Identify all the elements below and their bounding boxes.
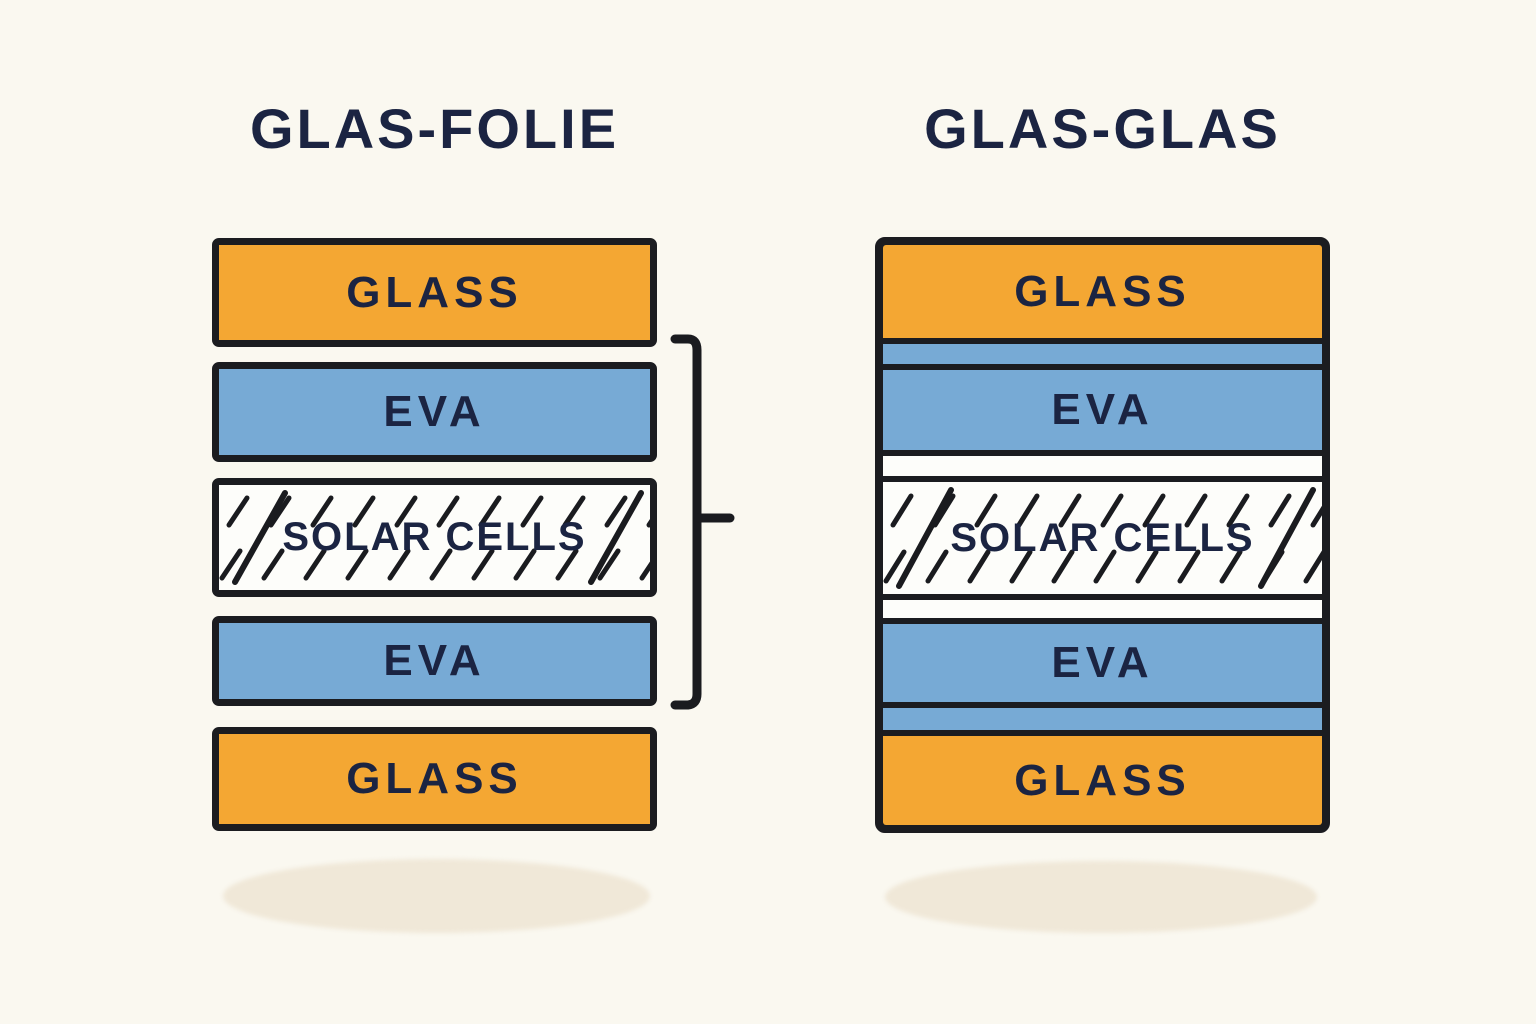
white-strip [883, 456, 1322, 476]
layer-label: GLASS [346, 754, 523, 803]
layer-eva-bottom: EVA [883, 624, 1322, 702]
layer-solar-cells: SOLAR CELLS [212, 478, 657, 597]
layer-label: GLASS [1014, 266, 1191, 316]
layer-label: EVA [383, 387, 486, 436]
right-stack-shadow [885, 861, 1317, 933]
layer-glass-bottom: GLASS [883, 736, 1322, 825]
layer-label: EVA [1051, 385, 1154, 434]
white-strip [883, 600, 1322, 618]
left-stack-shadow [223, 859, 650, 933]
title-glas-glas: GLAS-GLAS [924, 97, 1281, 160]
title-glas-folie: GLAS-FOLIE [249, 97, 620, 160]
layer-eva-top: EVA [883, 370, 1322, 450]
layer-label: EVA [383, 636, 486, 685]
hatch-pattern-icon [219, 485, 650, 590]
encapsulation-bracket-icon [670, 334, 735, 710]
layer-label: EVA [1051, 638, 1154, 687]
layer-label: GLASS [346, 267, 523, 317]
layer-solar-cells: SOLAR CELLS [883, 482, 1322, 594]
layer-label: SOLAR CELLS [282, 515, 587, 559]
layer-divider [883, 338, 1322, 344]
layer-eva-bottom: EVA [212, 616, 657, 706]
layer-divider [883, 594, 1322, 600]
layer-label: SOLAR CELLS [950, 515, 1255, 560]
glas-glas-laminate: GLASS EVA [883, 245, 1322, 825]
eva-strip [883, 344, 1322, 364]
layer-glass-bottom: GLASS [212, 727, 657, 831]
layer-label: GLASS [1014, 755, 1191, 805]
layer-divider [883, 730, 1322, 736]
layer-glass-top: GLASS [212, 238, 657, 347]
layer-glass-top: GLASS [883, 245, 1322, 338]
layer-divider [883, 702, 1322, 708]
layer-divider [883, 364, 1322, 370]
layer-divider [883, 618, 1322, 624]
glas-glas-stack: GLASS EVA [875, 237, 1330, 833]
layer-eva-top: EVA [212, 362, 657, 462]
eva-strip [883, 708, 1322, 730]
layer-divider [883, 450, 1322, 456]
layer-divider [883, 476, 1322, 482]
hatch-pattern-icon [883, 482, 1322, 594]
